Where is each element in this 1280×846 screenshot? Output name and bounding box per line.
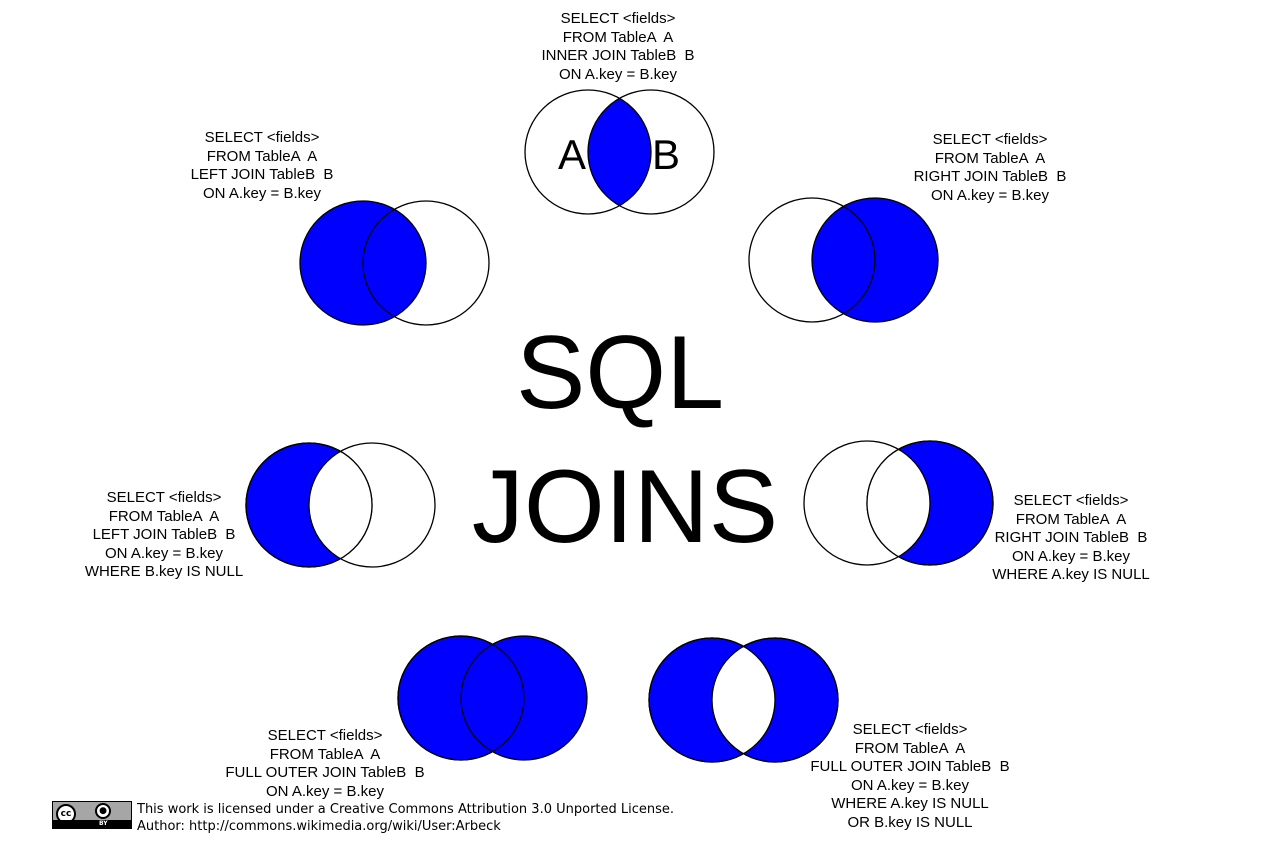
circle-a-outline: [245, 442, 373, 568]
query-line: ON A.key = B.key: [931, 186, 1049, 204]
query-line: ON A.key = B.key: [266, 782, 384, 800]
venn-label-b: B: [652, 131, 680, 178]
venn-intersection-fill: [309, 443, 372, 567]
query-line: RIGHT JOIN TableB B: [994, 529, 1148, 547]
query-line: SELECT <fields>: [267, 727, 383, 744]
query-line: WHERE A.key IS NULL: [992, 566, 1150, 584]
query-line: LEFT JOIN TableB B: [92, 526, 236, 544]
by-label: BY: [99, 820, 108, 827]
query-full-outer-join: SELECT <fields> FROM TableA A FULL OUTER…: [200, 727, 450, 801]
circle-a: [524, 89, 652, 215]
query-line: RIGHT JOIN TableB B: [913, 168, 1067, 186]
query-line: FROM TableA A: [269, 745, 381, 763]
author-line: Author: http://commons.wikimedia.org/wik…: [137, 819, 501, 834]
query-line: SELECT <fields>: [1013, 492, 1129, 509]
venn-intersection-fill: [867, 441, 930, 565]
query-right-join: SELECT <fields> FROM TableA A RIGHT JOIN…: [890, 131, 1090, 205]
circle-a-outline: [397, 635, 525, 761]
venn-label-a: A: [558, 131, 586, 178]
query-line: FROM TableA A: [854, 739, 966, 757]
query-line: ON A.key = B.key: [105, 544, 223, 562]
circle-a: [803, 440, 931, 566]
license-line: This work is licensed under a Creative C…: [137, 802, 675, 817]
circle-b: [362, 200, 490, 326]
circle-a-outline: [648, 637, 776, 763]
query-line: SELECT <fields>: [106, 489, 222, 506]
query-left-excluding-join: SELECT <fields> FROM TableA A LEFT JOIN …: [64, 489, 264, 582]
venn-inner-join: A B: [524, 89, 715, 215]
query-line: FROM TableA A: [934, 149, 1046, 167]
license-text: This work is licensed under a Creative C…: [137, 801, 674, 835]
person-icon: ●: [95, 803, 111, 819]
venn-intersection-fill: [588, 90, 651, 214]
query-line: WHERE B.key IS NULL: [84, 563, 244, 581]
query-line: ON A.key = B.key: [851, 776, 969, 794]
query-line: INNER JOIN TableB B: [541, 47, 695, 65]
query-line: OR B.key IS NULL: [847, 813, 973, 831]
title-sql: SQL: [515, 315, 725, 431]
query-left-join: SELECT <fields> FROM TableA A LEFT JOIN …: [162, 129, 362, 203]
query-line: WHERE A.key IS NULL: [831, 795, 989, 813]
circle-b-outline: [711, 637, 839, 763]
circle-b: [308, 442, 436, 568]
query-full-outer-excluding-join: SELECT <fields> FROM TableA A FULL OUTER…: [785, 721, 1035, 833]
title-joins: JOINS: [471, 449, 779, 565]
circle-a: [748, 197, 876, 323]
venn-left-join: [299, 200, 490, 326]
venn-full-outer-excluding-join: [648, 637, 839, 763]
query-line: SELECT <fields>: [932, 131, 1048, 148]
query-line: FULL OUTER JOIN TableB B: [225, 764, 425, 782]
venn-full-outer-join: [397, 635, 588, 761]
query-line: ON A.key = B.key: [559, 65, 677, 83]
query-line: LEFT JOIN TableB B: [190, 166, 334, 184]
query-line: FULL OUTER JOIN TableB B: [810, 758, 1010, 776]
query-line: SELECT <fields>: [560, 10, 676, 27]
venn-right-excluding-join: [803, 440, 994, 566]
venn-intersection-fill: [712, 638, 775, 762]
circle-b: [587, 89, 715, 215]
venn-right-join: [748, 197, 939, 323]
query-line: ON A.key = B.key: [203, 184, 321, 202]
query-line: SELECT <fields>: [852, 721, 968, 738]
query-line: SELECT <fields>: [204, 129, 320, 146]
query-line: FROM TableA A: [206, 147, 318, 165]
circle-b-outline: [866, 440, 994, 566]
badge-strip: [53, 820, 131, 828]
query-right-excluding-join: SELECT <fields> FROM TableA A RIGHT JOIN…: [971, 492, 1171, 585]
query-line: ON A.key = B.key: [1012, 547, 1130, 565]
cc-by-badge[interactable]: cc ● BY: [52, 801, 132, 829]
query-line: FROM TableA A: [1015, 510, 1127, 528]
query-line: FROM TableA A: [108, 507, 220, 525]
venn-left-excluding-join: [245, 442, 436, 568]
query-line: FROM TableA A: [562, 28, 674, 46]
query-inner-join: SELECT <fields> FROM TableA A INNER JOIN…: [518, 10, 718, 84]
